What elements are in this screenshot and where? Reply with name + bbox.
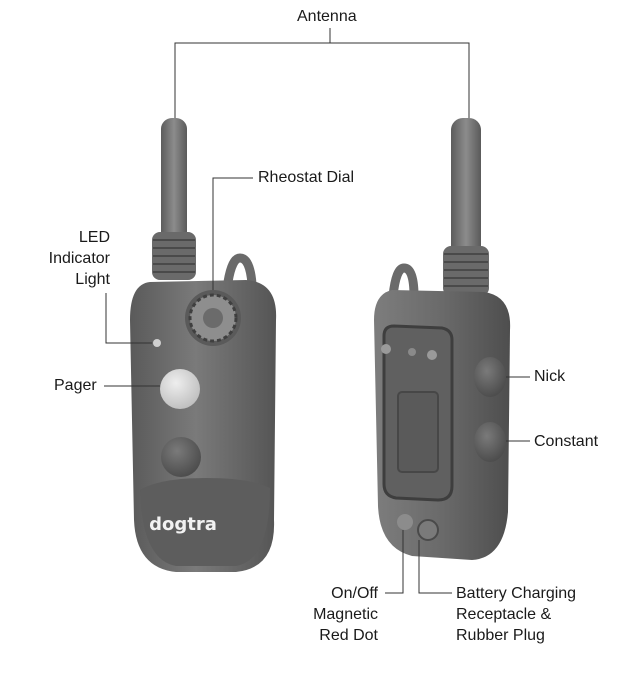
constant-label: Constant bbox=[534, 431, 598, 452]
front-dark-button bbox=[161, 437, 201, 477]
led-indicator bbox=[153, 339, 161, 347]
battery-label-line-3: Rubber Plug bbox=[456, 625, 576, 646]
led-label-line-3: Light bbox=[49, 269, 110, 290]
brand-logo: dogtra bbox=[149, 514, 217, 535]
pager-label: Pager bbox=[54, 375, 97, 396]
onoff-label-line-1: On/Off bbox=[313, 583, 378, 604]
pager-button bbox=[160, 369, 200, 409]
back-transmitter bbox=[374, 118, 510, 560]
front-transmitter: dogtra bbox=[130, 118, 276, 572]
led-label-line-2: Indicator bbox=[49, 248, 110, 269]
constant-button bbox=[474, 422, 506, 462]
rheostat-dial-label: Rheostat Dial bbox=[258, 167, 354, 188]
onoff-label-line-3: Red Dot bbox=[313, 625, 378, 646]
charging-receptacle bbox=[418, 520, 438, 540]
battery-label-line-2: Receptacle & bbox=[456, 604, 576, 625]
onoff-label-line-2: Magnetic bbox=[313, 604, 378, 625]
antenna-label: Antenna bbox=[297, 6, 357, 27]
led-label-line-1: LED bbox=[49, 227, 110, 248]
rheostat-dial bbox=[185, 290, 241, 346]
nick-button bbox=[474, 357, 506, 397]
back-antenna bbox=[451, 118, 481, 268]
led-indicator-label: LED Indicator Light bbox=[49, 227, 110, 290]
magnetic-red-dot bbox=[397, 514, 413, 530]
battery-label-line-1: Battery Charging bbox=[456, 583, 576, 604]
nick-label: Nick bbox=[534, 366, 565, 387]
battery-charging-label: Battery Charging Receptacle & Rubber Plu… bbox=[456, 583, 576, 646]
onoff-label: On/Off Magnetic Red Dot bbox=[313, 583, 378, 646]
